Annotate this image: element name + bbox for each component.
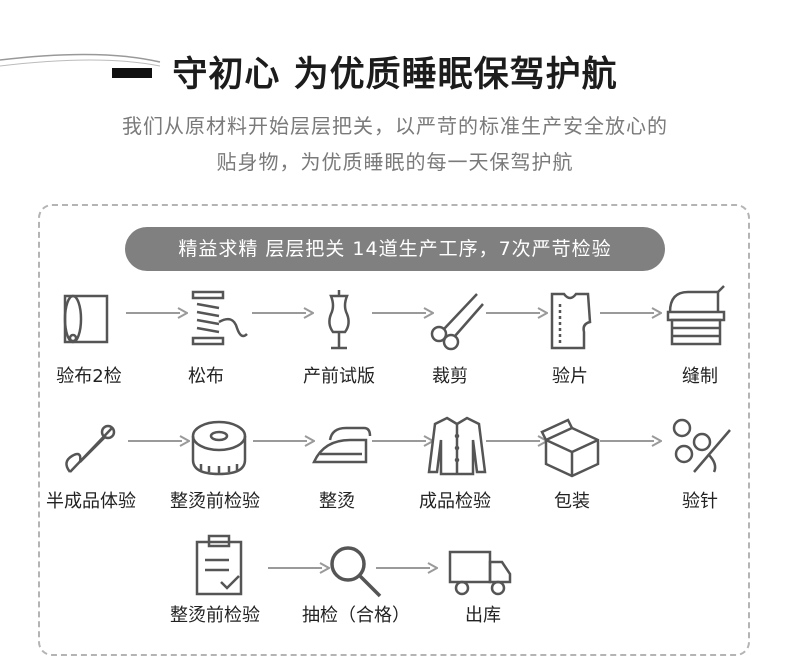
flow-arrow [486, 307, 548, 319]
flow-arrow [253, 435, 315, 447]
flow-arrow [372, 307, 434, 319]
process-panel [38, 204, 750, 656]
flow-arrow [376, 562, 438, 574]
flow-arrow [486, 435, 548, 447]
flow-arrow [126, 307, 188, 319]
delivery-truck-icon [448, 550, 512, 596]
step-label: 松布 [188, 366, 224, 387]
step-label: 成品检验 [419, 491, 491, 512]
step-label: 验针 [682, 491, 718, 512]
sewing-machine-icon [666, 285, 726, 346]
step-label: 整烫前检验 [170, 605, 260, 626]
needle-buttons-icon [672, 418, 731, 473]
step-label: 产前试版 [303, 366, 375, 387]
box-icon [540, 418, 600, 478]
step-label: 验布2检 [56, 366, 122, 387]
iron-icon [312, 426, 372, 464]
page-title: 守初心 为优质睡眠保驾护航 [172, 55, 618, 95]
scissors-icon [430, 293, 484, 351]
tape-measure-icon [191, 420, 247, 476]
subtitle-line-2: 贴身物，为优质睡眠的每一天保驾护航 [216, 150, 574, 174]
flow-arrow [600, 307, 662, 319]
step-label: 裁剪 [432, 366, 468, 387]
shirt-icon [427, 416, 487, 476]
step-label: 抽检（合格） [302, 605, 410, 626]
step-label: 整烫前检验 [170, 491, 260, 512]
step-label: 包装 [554, 491, 590, 512]
garment-pattern-icon [550, 292, 592, 350]
subtitle-line-1: 我们从原材料开始层层把关，以严苛的标准生产安全放心的 [122, 114, 668, 138]
step-label: 半成品体验 [46, 491, 136, 512]
step-label: 整烫 [319, 491, 355, 512]
clipboard-check-icon [195, 534, 243, 596]
thread-spool-icon [191, 290, 248, 346]
dress-form-icon [328, 290, 350, 350]
decorative-lines [0, 53, 161, 78]
flow-arrow [600, 435, 662, 447]
step-label: 出库 [465, 605, 501, 626]
fabric-roll-icon [63, 294, 109, 344]
process-banner: 精益求精 层层把关 14道生产工序，7次严苛检验 [125, 227, 665, 271]
magnifier-icon [330, 546, 382, 598]
flow-arrow [268, 562, 330, 574]
step-label: 验片 [552, 366, 588, 387]
step-label: 缝制 [682, 366, 718, 387]
safety-pin-icon [65, 424, 116, 473]
flow-arrow [252, 307, 314, 319]
flow-arrow [128, 435, 190, 447]
